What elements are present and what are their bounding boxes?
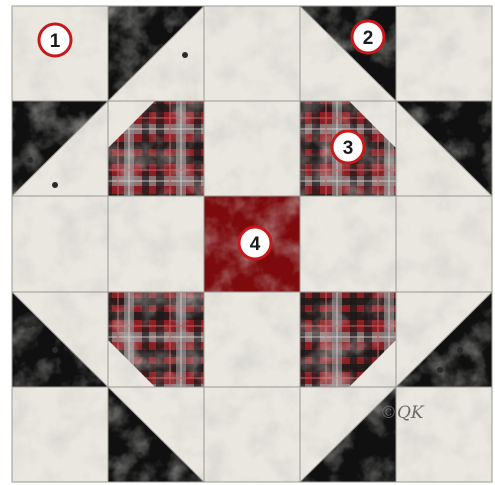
watermark: ©QK bbox=[380, 403, 425, 423]
marker-2-label: 2 bbox=[363, 28, 374, 49]
marker-3-label: 3 bbox=[343, 138, 354, 159]
marker-4-label: 4 bbox=[250, 234, 261, 255]
marker-1-label: 1 bbox=[50, 31, 61, 52]
marker-1: 1 bbox=[39, 24, 71, 56]
marker-3: 3 bbox=[332, 131, 364, 163]
marker-4: 4 bbox=[239, 227, 271, 259]
marker-2: 2 bbox=[352, 21, 384, 53]
